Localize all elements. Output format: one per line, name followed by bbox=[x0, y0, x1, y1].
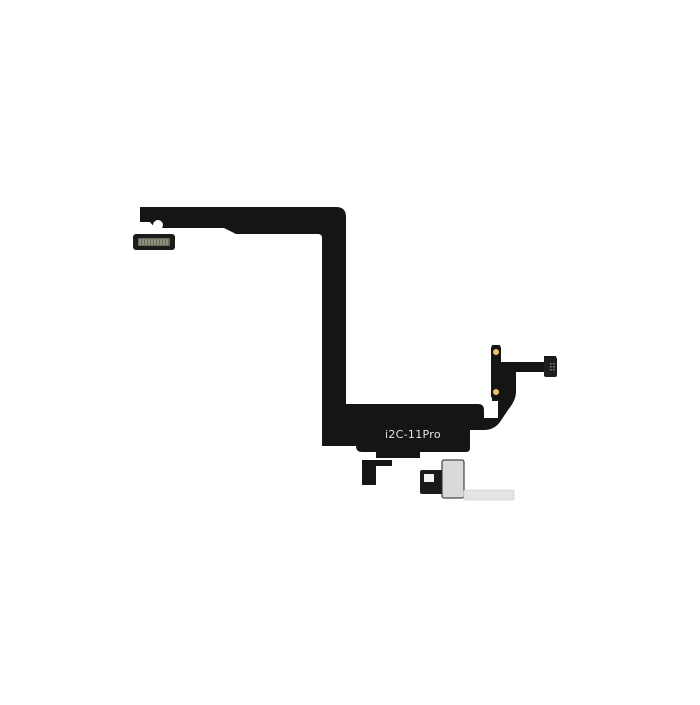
flex-cable-body bbox=[140, 207, 556, 458]
mount-hole bbox=[153, 220, 163, 230]
right-branch-tab bbox=[491, 346, 501, 398]
gold-pad-bottom bbox=[493, 389, 499, 395]
shield-tail bbox=[463, 489, 515, 501]
lower-left-tab bbox=[362, 460, 392, 485]
gold-pad-top bbox=[493, 349, 499, 355]
printed-label: i2C-11Pro bbox=[385, 428, 441, 441]
sensor-window bbox=[424, 474, 434, 482]
metal-shield bbox=[441, 459, 465, 499]
